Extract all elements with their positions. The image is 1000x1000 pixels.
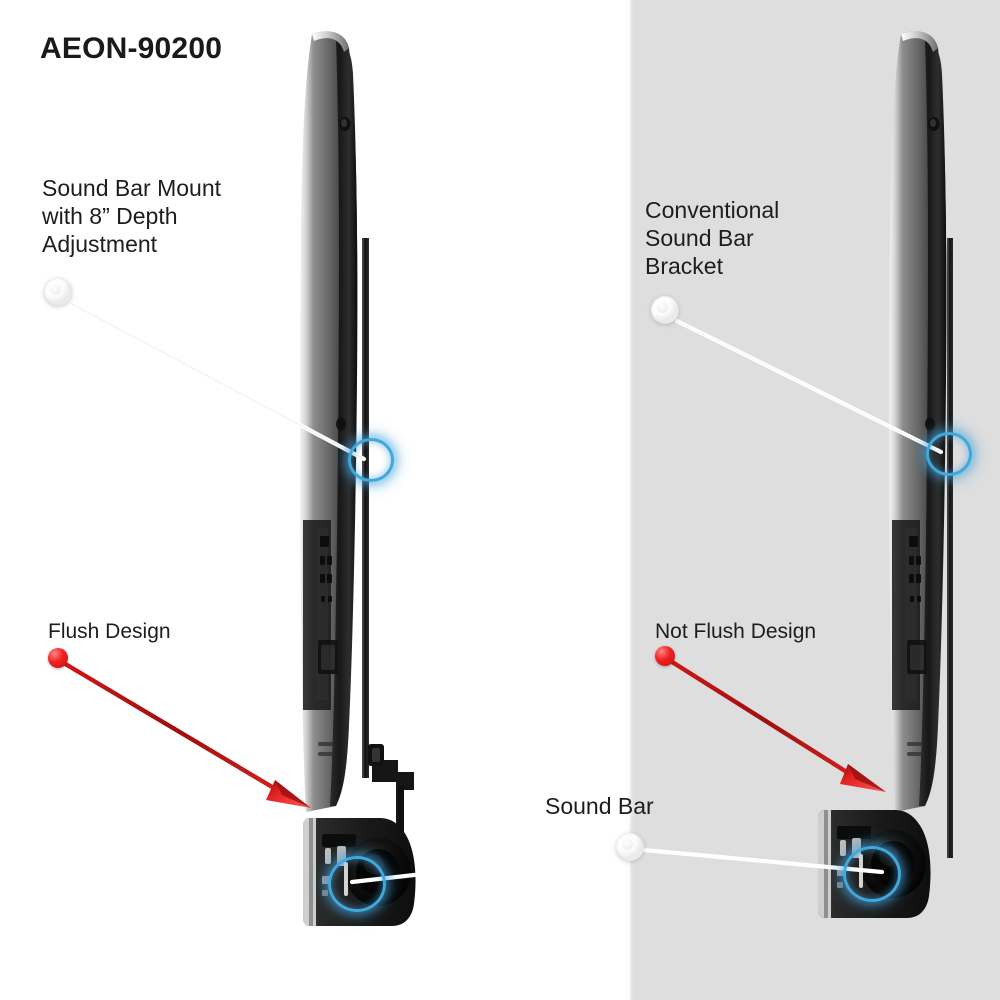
page-title: AEON-90200: [40, 32, 223, 65]
callout-label-flush-design: Flush Design: [48, 620, 171, 643]
leader-line-sound-bar-left: [349, 849, 620, 885]
callout-marker-conventional-bracket[interactable]: [651, 296, 679, 324]
callout-marker-flush-design[interactable]: [48, 648, 68, 668]
callout-label-sound-bar-mount: Sound Bar Mount with 8” Depth Adjustment: [42, 175, 222, 257]
callout-label-not-flush-design: Not Flush Design: [655, 620, 817, 643]
panel-divider: [625, 0, 635, 1000]
leader-lines: [67, 300, 944, 885]
tv-side-profile-right: [889, 31, 947, 813]
highlight-ring-right-bracket: [926, 432, 972, 476]
highlight-ring-left-mount-rail: [348, 438, 394, 482]
callout-marker-sound-bar[interactable]: [616, 833, 644, 861]
tv-side-profile-left: [300, 31, 358, 813]
callout-marker-sound-bar-mount[interactable]: [44, 278, 72, 306]
red-arrow-not-flush-design: [666, 657, 886, 792]
leader-line-sound-bar-right: [641, 847, 885, 875]
conventional-bracket-rail-right: [947, 238, 953, 858]
callout-label-conventional-bracket: Conventional Sound Bar Bracket: [645, 197, 780, 279]
red-arrow-flush-design: [59, 659, 311, 808]
callout-label-sound-bar: Sound Bar: [545, 793, 654, 819]
callout-marker-not-flush-design[interactable]: [655, 646, 675, 666]
sound-bar-mount-rail-left: [362, 238, 414, 832]
highlight-ring-right-sound-bar: [843, 846, 901, 902]
highlight-ring-left-sound-bar: [328, 856, 386, 912]
